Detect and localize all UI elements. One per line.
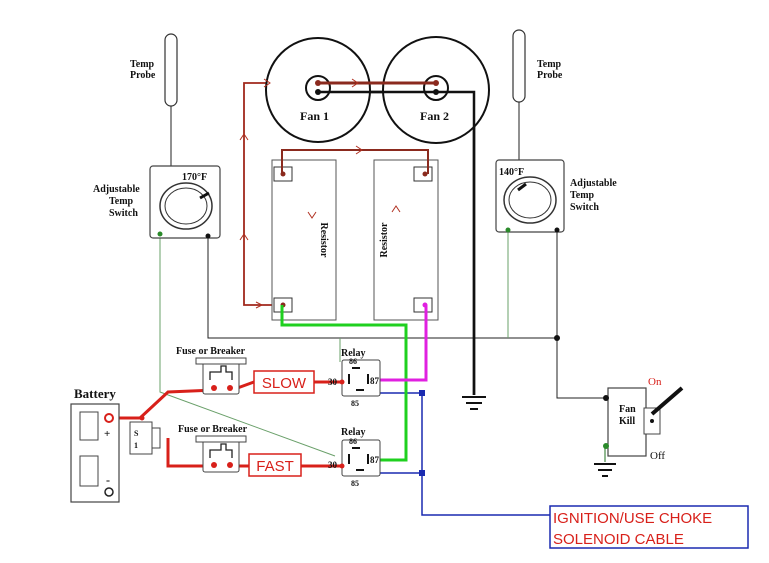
fuse-top-label: Fuse or Breaker [176,346,246,357]
temp-switch-right-label: Adjustable Temp Switch [570,178,619,213]
relay-top-pin-86: 86 [349,357,357,366]
wire-red-slow [138,388,216,420]
resistor-right-label: Resistor [379,222,390,258]
main-switch: S 1 [129,415,161,455]
fan-kill-on: On [648,376,662,388]
svg-text:IGNITION/USE CHOKE: IGNITION/USE CHOKE [553,510,712,527]
relay-top-pin-87: 87 [370,376,380,386]
relay-bottom-pin-85: 85 [351,479,359,488]
fan-1 [265,37,371,143]
resistor-left-label: Resistor [318,223,329,259]
battery-plus: + [104,428,110,440]
relay-bottom [339,439,381,477]
svg-text:SLOW: SLOW [262,375,307,392]
temp-switch-left-label: Adjustable Temp Switch [93,184,142,219]
wire-black-switch-right [556,232,605,399]
relay-top-pin-85: 85 [351,399,359,408]
battery [70,403,120,503]
wire-red-fast [166,438,215,468]
relay-bottom-pin-86: 86 [349,437,357,446]
fuse-bottom [195,435,247,473]
fast-label-box: FAST [248,453,302,477]
temp-probe-left-label: Temp Probe [130,59,157,81]
blue-junction-1 [419,390,425,396]
slow-label-box: SLOW [253,370,315,394]
wire-black-switch-left [207,238,557,339]
junction-dot [554,335,560,341]
temp-probe-right [512,29,526,162]
wire-blue-ignition [378,392,550,516]
fan-kill-off: Off [650,450,665,462]
temp-probe-right-label: Temp Probe [537,59,564,81]
relay-top-pin-30: 30 [328,377,338,387]
relay-top-label: Relay [341,348,365,359]
ignition-label-box: IGNITION/USE CHOKE SOLENOID CABLE [549,505,749,549]
ground-symbol-fankill [594,463,616,477]
resistor-left [271,159,337,321]
fuse-bottom-label: Fuse or Breaker [178,424,248,435]
svg-text:SOLENOID CABLE: SOLENOID CABLE [553,531,684,548]
temp-switch-left-temp: 170°F [182,172,207,183]
battery-minus: - [106,473,110,487]
svg-text:1: 1 [134,441,138,450]
relay-top [339,359,381,397]
temp-switch-right-temp: 140°F [499,167,524,178]
svg-text:FAST: FAST [256,458,294,475]
blue-junction-2 [419,470,425,476]
relay-bottom-pin-87: 87 [370,455,380,465]
relay-bottom-pin-30: 30 [328,460,338,470]
fan-1-label: Fan 1 [300,109,329,123]
flow-arrows [239,78,401,309]
fan-kill-switch [603,386,684,457]
temp-switch-left [149,165,221,239]
ground-symbol-fans [462,396,486,410]
relay-bottom-label: Relay [341,427,365,438]
resistor-right [373,159,439,321]
fan-kill-label: Fan Kill [619,404,638,427]
temp-switch-right [495,159,565,233]
fuse-top [195,357,247,395]
wire-green-switch-left [159,234,336,457]
temp-probe-left [164,33,178,168]
battery-label: Battery [74,386,116,401]
fan-2-label: Fan 2 [420,109,449,123]
svg-text:S: S [134,429,139,438]
